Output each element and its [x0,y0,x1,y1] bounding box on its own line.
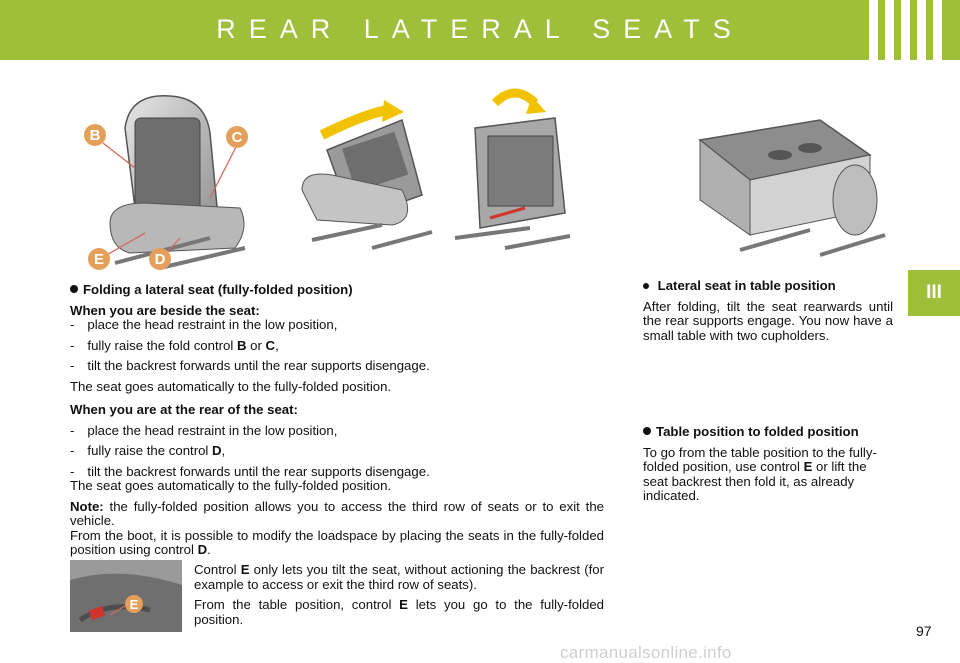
table-to-folded-section: Table position to folded position To go … [643,424,893,504]
seat-figure-controls: B C E D [84,95,248,270]
table-text: After folding, tilt the seat rearwards u… [643,298,893,343]
chapter-tab: III [908,270,960,316]
label-d: D [155,251,166,268]
rear-step-1: -place the head restraint in the low pos… [70,422,338,438]
table-heading: Lateral seat in table position [643,278,893,294]
label-b: B [90,127,101,144]
table-to-folded-heading: Table position to folded position [643,424,893,440]
rear-heading: When you are at the rear of the seat: [70,402,298,417]
inset-label-e: E [130,597,139,612]
folding-section: Folding a lateral seat (fully-folded pos… [70,282,604,558]
beside-step-1: -place the head restraint in the low pos… [70,317,338,332]
page-title: REAR LATERAL SEATS [216,14,744,44]
header-stripes [869,0,942,60]
watermark: carmanualsonline.info [560,643,732,662]
note-text: Note: the fully-folded position allows y… [70,498,604,528]
folding-heading: Folding a lateral seat (fully-folded pos… [70,282,604,298]
table-section: Lateral seat in table position After fol… [643,278,893,343]
rear-result: The seat goes automatically to the fully… [70,478,392,493]
control-e-p1: Control E only lets you tilt the seat, w… [194,562,604,592]
rear-step-3: -tilt the backrest forwards until the re… [70,463,430,479]
seat-figure-tilting [301,100,433,250]
table-to-folded-text: To go from the table position to the ful… [643,444,877,503]
beside-step-2: -fully raise the fold control B or C, [70,337,279,353]
rear-step-2: -fully raise the control D, [70,443,226,458]
control-e-section: Control E only lets you tilt the seat, w… [194,562,605,627]
control-e-figure: E [70,560,182,632]
page-header: REAR LATERAL SEATS [0,0,960,60]
label-c: C [232,129,243,146]
boot-text: From the boot, it is possible to modify … [70,527,604,557]
seat-figure-folded [454,88,571,250]
page-number: 97 [916,623,932,639]
beside-step-3: -tilt the backrest forwards until the re… [70,358,430,373]
seat-figure-table [698,119,886,257]
beside-result: The seat goes automatically to the fully… [70,378,392,394]
label-e: E [94,251,104,268]
beside-heading: When you are beside the seat: [70,302,260,318]
control-e-p2: From the table position, control E lets … [194,597,605,627]
